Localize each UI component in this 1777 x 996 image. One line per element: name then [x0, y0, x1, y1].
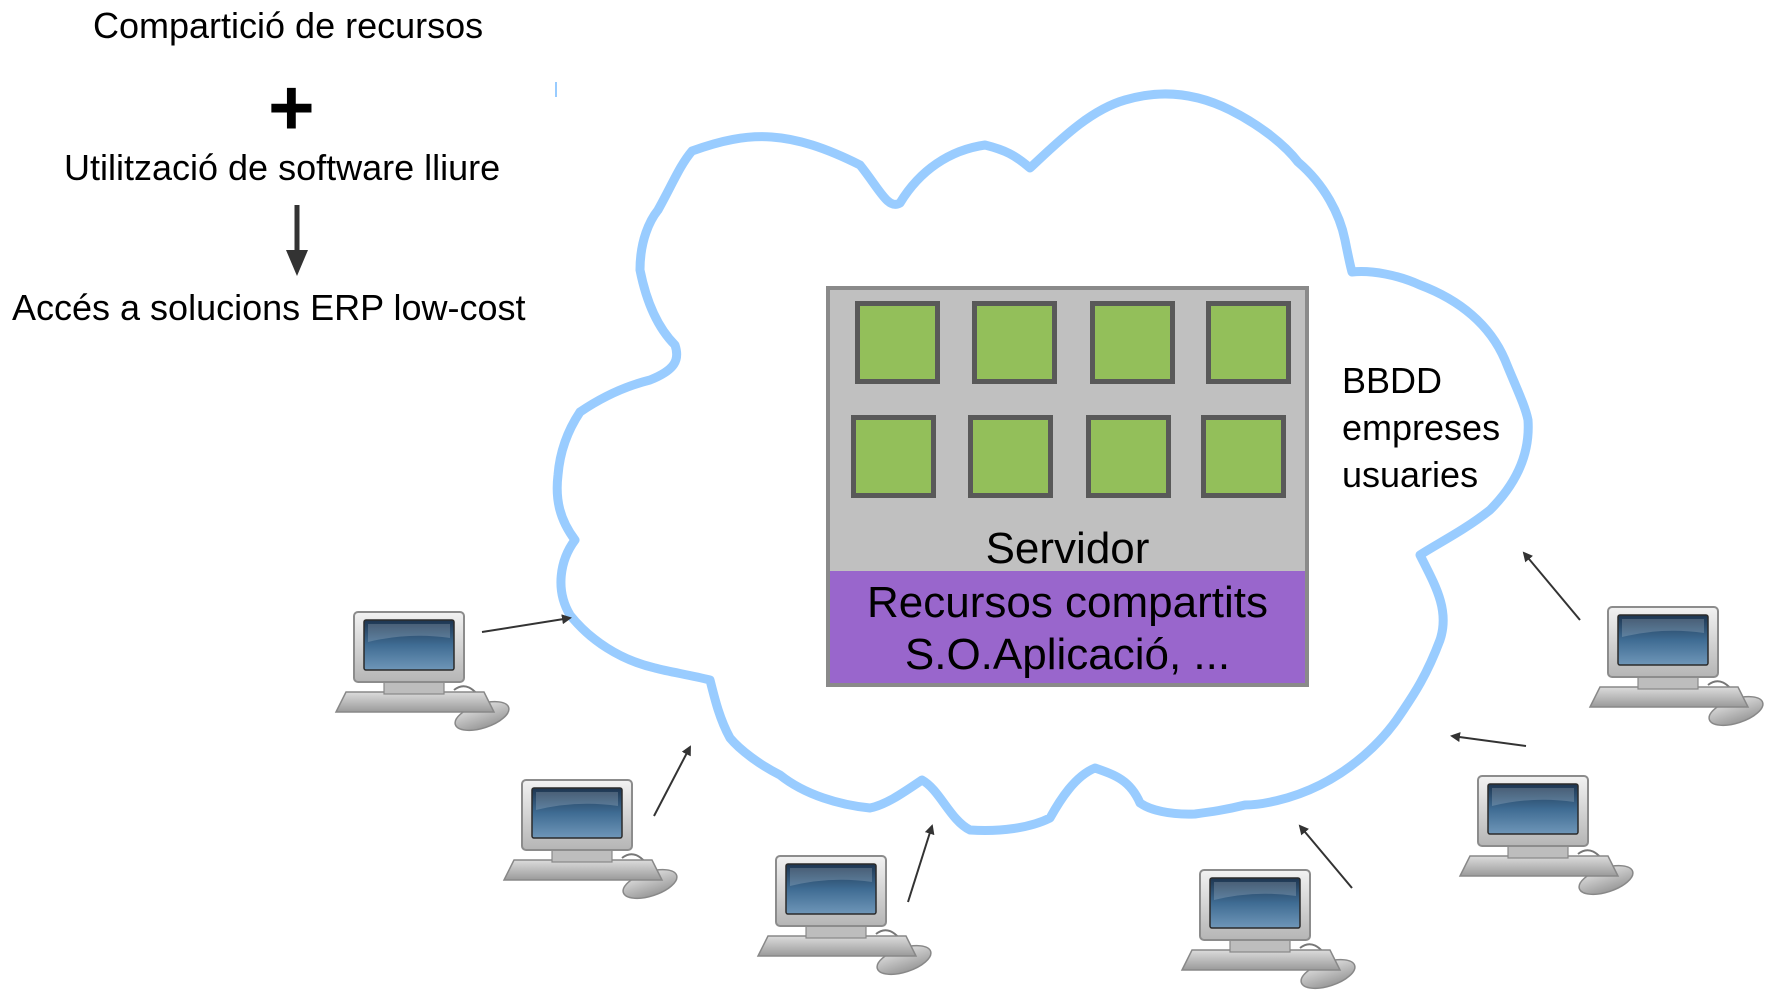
connection-arrows [481, 551, 1581, 903]
database-label-line2: empreses [1342, 407, 1501, 448]
virtual-machine [1090, 301, 1175, 384]
client-computer-4 [1181, 869, 1360, 996]
database-label-line3: usuaries [1342, 454, 1479, 495]
server-label: Servidor [985, 524, 1150, 573]
server-block: Servidor Recursos compartits S.O.Aplicac… [826, 286, 1309, 687]
flow-step-erp-access: Accés a solucions ERP low-cost [12, 287, 526, 328]
virtual-machine [1201, 415, 1286, 498]
desktop-computer-icon [757, 855, 936, 982]
desktop-computer-icon [1459, 775, 1638, 902]
client-computer-3 [757, 855, 936, 982]
flow-step-resource-sharing: Compartició de recursos [93, 5, 484, 46]
virtual-machine [851, 415, 936, 498]
desktop-computer-icon [503, 779, 682, 906]
shared-resources-detail: S.O.Aplicació, ... [904, 630, 1231, 679]
flow-down-arrow-icon [286, 205, 308, 276]
flow-step-free-software: Utilització de software lliure [64, 147, 501, 188]
plus-icon: + [268, 63, 315, 152]
desktop-computer-icon [1589, 606, 1768, 733]
virtual-machine [972, 301, 1057, 384]
client-computer-6 [1589, 606, 1768, 733]
virtual-machine [1206, 301, 1291, 384]
virtual-machine [1086, 415, 1171, 498]
virtual-machine [855, 301, 940, 384]
shared-resources-label: Recursos compartits [866, 578, 1268, 627]
virtual-machine [968, 415, 1053, 498]
shared-resources-panel: Recursos compartits S.O.Aplicació, ... [830, 571, 1305, 683]
database-label-line1: BBDD [1342, 360, 1443, 401]
desktop-computer-icon [1181, 869, 1360, 996]
database-label: BBDD empreses usuaries [1342, 357, 1500, 498]
client-computer-2 [503, 779, 682, 906]
client-computer-5 [1459, 775, 1638, 902]
